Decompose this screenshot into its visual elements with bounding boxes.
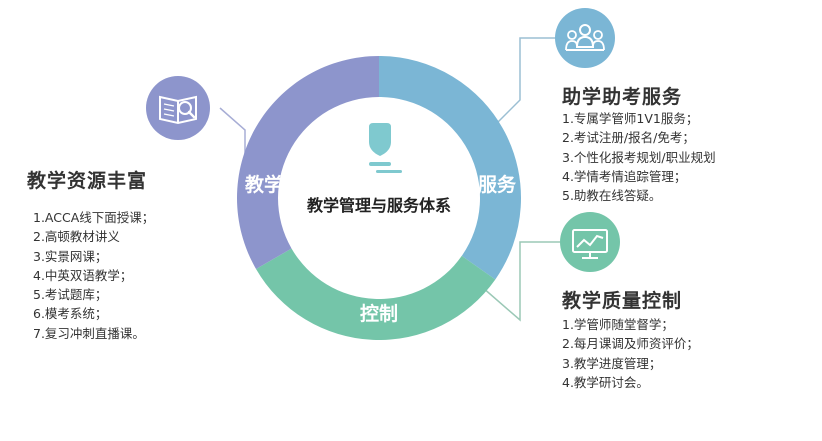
book-search-icon (146, 76, 210, 140)
resources-list-item: 5.考试题库； (33, 287, 108, 303)
center-title: 教学管理与服务体系 (307, 196, 451, 215)
group-people-icon (555, 8, 615, 68)
lightbulb-icon (369, 123, 402, 173)
ring-label-teaching: 教学 (245, 173, 283, 196)
monitor-chart-icon (560, 212, 620, 272)
quality-list: 1.学管师随堂督学； 2.每月课调及师资评价； 3.教学进度管理； 4.教学研讨会。 (562, 315, 699, 392)
service-list-item: 4.学情考情追踪管理； (562, 168, 687, 184)
resources-heading: 教学资源丰富 (27, 170, 148, 192)
quality-list-item: 1.学管师随堂督学； (562, 317, 674, 332)
ring-segment-service (379, 56, 521, 280)
connector-line-resources (219, 107, 246, 155)
quality-list-item: 4.教学研讨会。 (562, 374, 649, 390)
ring-segment-teaching (236, 56, 379, 269)
resources-list-item: 4.中英双语教学； (33, 267, 133, 283)
resources-list-item: 1.ACCA线下面授课； (33, 210, 155, 225)
service-list: 1.专属学管师1V1服务； 2.考试注册/报名/免考； 3.个性化报考规划/职业规划… (562, 109, 716, 205)
service-list-item: 1.专属学管师1V1服务； (562, 111, 699, 126)
ring-label-service: 服务 (478, 173, 517, 196)
resources-list-item: 6.模考系统； (33, 306, 108, 322)
connector-line-quality (481, 241, 560, 322)
quality-list-item: 2.每月课调及师资评价； (562, 336, 699, 352)
connector-line-service (481, 37, 558, 139)
quality-heading: 教学质量控制 (562, 290, 683, 312)
service-list-item: 2.考试注册/报名/免考； (562, 130, 695, 146)
service-list-item: 5.助教在线答疑。 (562, 188, 662, 204)
resources-list-item: 2.高顿教材讲义 (33, 229, 120, 245)
service-heading: 助学助考服务 (562, 86, 683, 108)
ring-label-control: 控制 (360, 302, 398, 325)
service-list-item: 3.个性化报考规划/职业规划 (562, 149, 716, 165)
donut-ring (236, 56, 521, 341)
resources-list: 1.ACCA线下面授课； 2.高顿教材讲义 3.实景网课； 4.中英双语教学； 5.考试… (33, 208, 154, 343)
resources-list-item: 7.复习冲刺直播课。 (33, 325, 145, 341)
ring-segment-control (256, 248, 496, 341)
quality-list-item: 3.教学进度管理； (562, 355, 662, 371)
resources-list-item: 3.实景网课； (33, 248, 108, 264)
